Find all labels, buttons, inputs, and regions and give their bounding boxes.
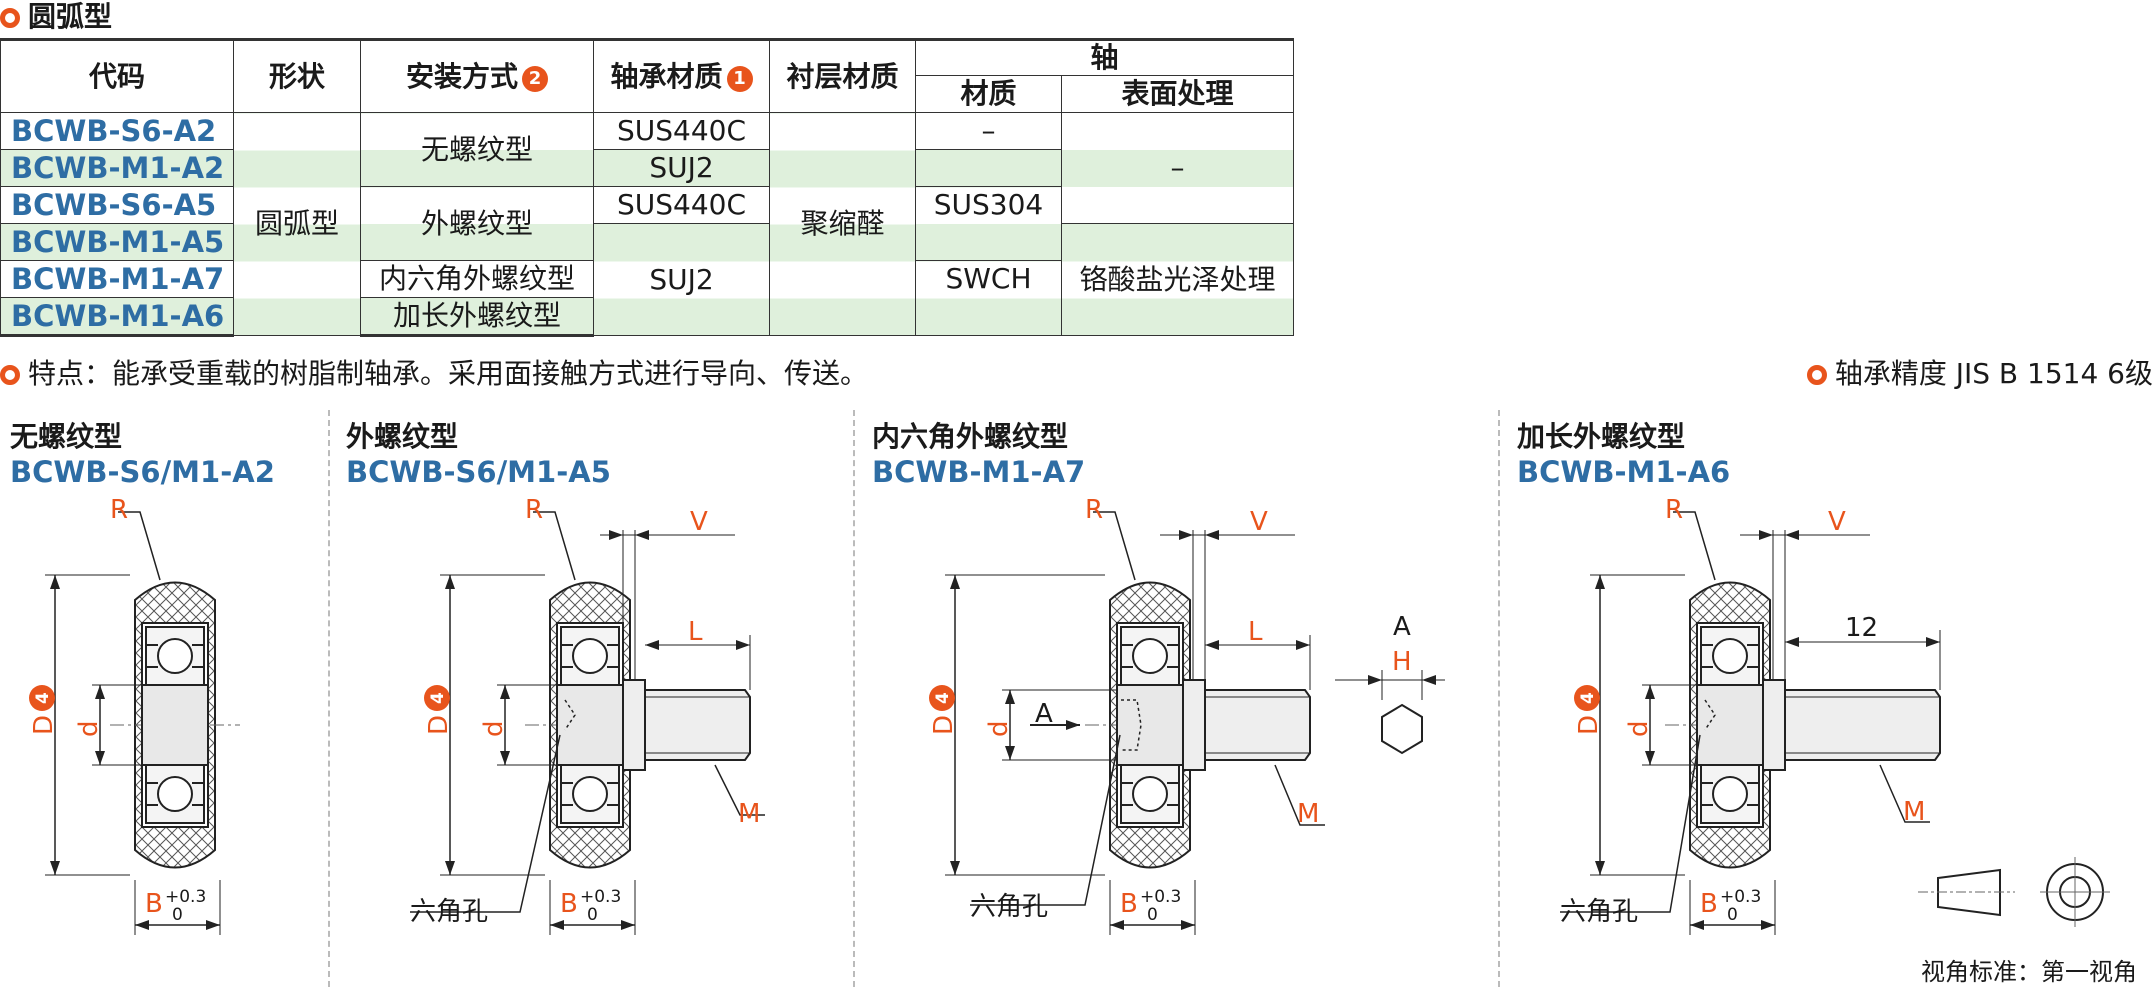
d-badges <box>29 685 1600 711</box>
hex-detail-icon <box>1381 703 1423 755</box>
bearing-cell: SUJ2 <box>593 223 770 336</box>
dim-label-v: V <box>1828 507 1846 537</box>
mount-cell: 无螺纹型 <box>360 112 594 187</box>
dim-label-h: H <box>1392 647 1412 677</box>
dim-label-d-outer: D <box>424 715 454 735</box>
tol-lower: 0 <box>1147 905 1158 925</box>
mount-cell: 加长外螺纹型 <box>360 297 594 337</box>
shaft-surface-cell: 铬酸盐光泽处理 <box>1061 223 1294 336</box>
dim-label-d-outer: D <box>929 715 959 735</box>
projection-footnote: 视角标准：第一视角 <box>1921 958 2137 986</box>
dim-label-v: V <box>1250 507 1268 537</box>
dim-label-l: L <box>688 617 703 647</box>
dim-label-m: M <box>738 799 760 829</box>
diagram-4-header: 加长外螺纹型 BCWB-M1-A6 <box>1517 420 1731 489</box>
drawing-hex-socket-thread <box>1084 581 1311 869</box>
hex-hole-label: 六角孔 <box>1560 897 1638 927</box>
drawing-external-thread <box>524 581 751 869</box>
dim-label-b: B <box>1700 889 1718 919</box>
hex-hole-label: 六角孔 <box>970 892 1048 922</box>
drawing-no-thread <box>109 581 241 869</box>
dim-label-d-inner: d <box>1624 720 1654 737</box>
circle-bullet-icon <box>0 8 20 28</box>
dim-label-b: B <box>145 889 163 919</box>
badge-1: 1 <box>726 65 753 92</box>
lining-cell: 聚缩醛 <box>769 112 916 336</box>
hex-hole-label: 六角孔 <box>410 897 488 927</box>
mount-cell: 内六角外螺纹型 <box>360 260 594 298</box>
table-row-code: BCWB-M1-A2 <box>0 149 234 187</box>
dim-label-b: B <box>560 889 578 919</box>
mount-cell: 外螺纹型 <box>360 186 594 261</box>
header-shaft-surface: 表面处理 <box>1061 75 1294 113</box>
dim-label-d-inner: d <box>984 720 1014 737</box>
circle-bullet-icon <box>1806 365 1827 385</box>
table-row-code: BCWB-S6-A2 <box>0 112 234 150</box>
dim-label-l: L <box>1248 617 1263 647</box>
table-row-code: BCWB-M1-A5 <box>0 223 234 261</box>
table-row-code: BCWB-M1-A7 <box>0 260 234 298</box>
dim-label-m: M <box>1297 799 1319 829</box>
badge-2: 2 <box>522 65 548 92</box>
diagram-3-header: 内六角外螺纹型 BCWB-M1-A7 <box>872 420 1086 489</box>
section-a-label: A <box>1035 699 1053 729</box>
dim-label-b: B <box>1120 889 1138 919</box>
diagram-2-header: 外螺纹型 BCWB-S6/M1-A5 <box>346 420 611 489</box>
bearing-cell: SUS440C <box>593 186 770 224</box>
view-a-label: A <box>1393 612 1411 642</box>
dim-label-d-inner: d <box>74 720 104 737</box>
precision-note: 轴承精度 JIS B 1514 6级 <box>1806 356 2153 392</box>
shaft-material-cell: SWCH <box>915 260 1062 336</box>
dim-label-m: M <box>1903 797 1925 827</box>
header-shaft: 轴 <box>915 38 1294 76</box>
badge-4: 4 <box>933 692 953 704</box>
divider <box>328 410 330 987</box>
dim-label-r: R <box>1085 495 1103 525</box>
first-angle-projection-icon <box>1918 857 2110 927</box>
drawing-extended-thread <box>1664 581 1941 869</box>
shaft-surface-cell: – <box>1061 112 1294 224</box>
dim-label-v: V <box>690 507 708 537</box>
bearing-cell: SUJ2 <box>593 149 770 187</box>
tol-upper: +0.3 <box>580 887 621 907</box>
divider <box>1498 410 1500 987</box>
dim-label-d-inner: d <box>479 720 509 737</box>
dim-label-r: R <box>1665 495 1683 525</box>
header-shape: 形状 <box>233 38 361 113</box>
diagram-1-header: 无螺纹型 BCWB-S6/M1-A2 <box>10 420 275 489</box>
dim-label-12: 12 <box>1845 613 1878 643</box>
shaft-material-cell <box>915 149 1062 187</box>
shape-cell: 圆弧型 <box>233 112 361 336</box>
dim-label-r: R <box>525 495 543 525</box>
feature-note: 特点：能承受重载的树脂制轴承。采用面接触方式进行导向、传送。 <box>0 356 868 392</box>
tol-upper: +0.3 <box>1140 887 1181 907</box>
dim-label-d-outer: D <box>1574 715 1604 735</box>
tol-lower: 0 <box>587 905 598 925</box>
header-shaft-material: 材质 <box>915 75 1062 113</box>
badge-4: 4 <box>1578 692 1598 704</box>
dim-label-d-outer: D <box>29 715 59 735</box>
badge-4: 4 <box>33 692 53 704</box>
circle-bullet-icon <box>0 365 20 385</box>
tol-upper: +0.3 <box>1720 887 1761 907</box>
tol-lower: 0 <box>172 905 183 925</box>
shaft-material-cell: – <box>915 112 1062 150</box>
bearing-cell: SUS440C <box>593 112 770 150</box>
table-row-code: BCWB-M1-A6 <box>0 297 234 337</box>
badge-4: 4 <box>428 692 448 704</box>
divider <box>853 410 855 987</box>
header-lining: 衬层材质 <box>769 38 916 113</box>
tol-lower: 0 <box>1727 905 1738 925</box>
header-code: 代码 <box>0 38 234 113</box>
tol-upper: +0.3 <box>165 887 206 907</box>
section-title: 圆弧型 <box>0 0 112 34</box>
dim-label-r: R <box>110 495 128 525</box>
